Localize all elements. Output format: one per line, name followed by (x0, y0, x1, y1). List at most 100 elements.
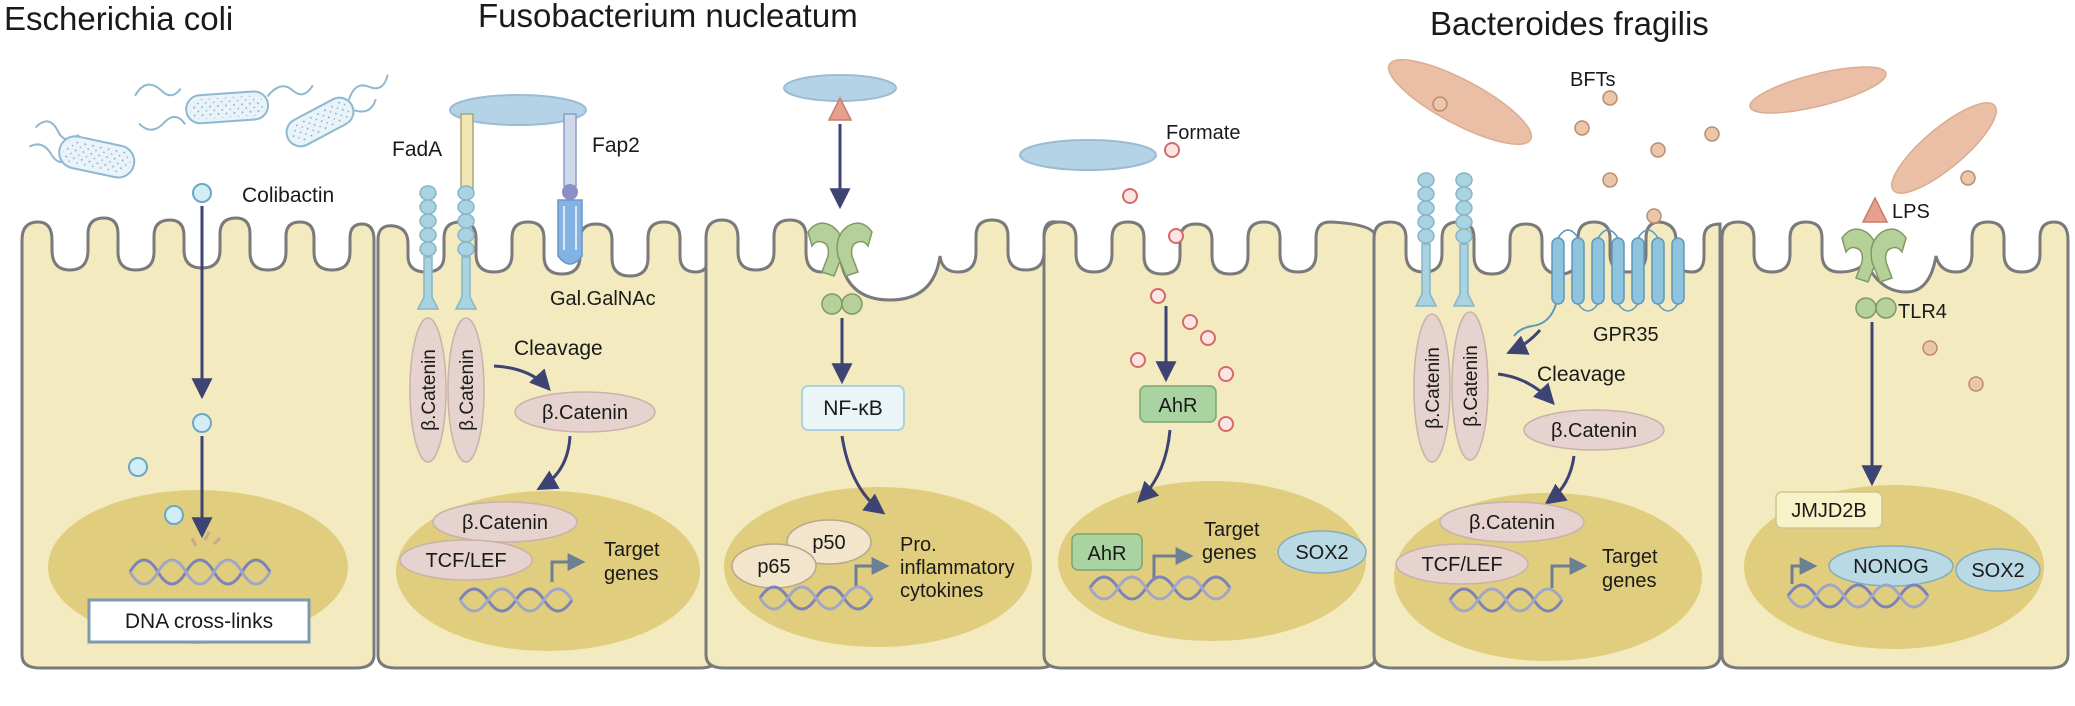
dna-crosslinks-box (87, 598, 311, 644)
beta-catenin-vertical (1451, 311, 1489, 461)
label-p50: p50 (812, 532, 845, 554)
tlr4-receptor-icon (1841, 228, 1907, 319)
promoter-arrow (550, 553, 586, 582)
colibactin-molecule (164, 505, 184, 525)
dna-icon (1448, 587, 1564, 613)
label-gpr35: GPR35 (1593, 324, 1659, 346)
label-genes: genes (604, 563, 659, 585)
label-tlr4: TLR4 (1898, 301, 1947, 323)
ecadherin-chain-icon (1414, 172, 1476, 307)
label-genes: genes (1602, 570, 1657, 592)
arrow (1506, 329, 1542, 355)
dna-icon (458, 587, 574, 613)
arrow (493, 364, 551, 392)
label-cytokines: cytokines (900, 580, 983, 602)
promoter-arrow (854, 557, 890, 586)
bacterium-fuso-icon (1019, 139, 1157, 171)
label-sox2: SOX2 (1295, 542, 1348, 564)
bacterium-bfrag-icon (1891, 102, 1997, 194)
label-colibactin: Colibactin (242, 184, 334, 207)
dna-icon (1786, 583, 1930, 609)
ligand-triangle (827, 96, 853, 121)
label-p65: p65 (757, 556, 790, 578)
label-jmjd2b: JMJD2B (1791, 500, 1867, 522)
sox2-oval (1277, 530, 1367, 574)
promoter-arrow (1550, 557, 1588, 588)
colibactin-molecule (128, 457, 148, 477)
bacterium-icon (285, 74, 389, 148)
label-beta-catenin: β.Catenin (457, 349, 478, 431)
label-formate: Formate (1166, 122, 1240, 144)
label-beta-catenin: β.Catenin (1469, 512, 1555, 534)
jmjd2b-box (1775, 491, 1883, 529)
tcf-lef-oval (399, 539, 533, 581)
label-lps: LPS (1892, 201, 1930, 223)
label-beta-catenin: β.Catenin (419, 349, 440, 431)
beta-catenin-vertical (409, 317, 447, 463)
nucleus-4 (1058, 481, 1366, 641)
label-fap2: Fap2 (592, 134, 640, 157)
arrow (840, 435, 886, 515)
arrow (536, 435, 572, 491)
label-ahr: AhR (1159, 395, 1198, 417)
bacterium-bfrag-icon (1749, 66, 1887, 114)
beta-catenin-vertical (447, 317, 485, 463)
label-beta-catenin: β.Catenin (1551, 420, 1637, 442)
label-beta-catenin: β.Catenin (1423, 347, 1444, 429)
label-sox2: SOX2 (1971, 560, 2024, 582)
bft-toxins (1922, 170, 1984, 392)
label-ahr: AhR (1088, 543, 1127, 565)
ahr-box (1071, 533, 1143, 571)
arrow (1544, 455, 1576, 505)
bacterium-icon (28, 120, 136, 179)
label-fada: FadA (392, 138, 442, 161)
beta-catenin-oval (1523, 409, 1665, 451)
gpr35-receptor-icon (1513, 229, 1685, 337)
formate-molecules (1122, 142, 1234, 432)
label-genes: genes (1202, 542, 1257, 564)
heading-escherichia-coli: Escherichia coli (4, 0, 233, 37)
label-cleavage: Cleavage (514, 337, 603, 360)
bft-toxins (1432, 90, 1720, 224)
arrow (1497, 372, 1555, 406)
ahr-box (1139, 385, 1217, 423)
colibactin-molecule (192, 183, 212, 203)
arrow (1137, 429, 1172, 503)
dna-icon (1088, 575, 1232, 601)
label-dna-crosslinks: DNA cross-links (125, 610, 273, 633)
sox2-oval (1955, 548, 2041, 592)
ecoli-bacteria (28, 74, 389, 179)
colibactin-molecule (192, 413, 212, 433)
bacterium-fuso-icon (449, 94, 587, 126)
label-target: Target (1204, 519, 1260, 541)
label-galgalnac: Gal.GalNAc (550, 288, 656, 310)
label-tcf-lef: TCF/LEF (1421, 554, 1502, 576)
label-beta-catenin: β.Catenin (1461, 345, 1482, 427)
ecadherin-chain-icon (416, 185, 478, 310)
tcf-lef-oval (1395, 543, 1529, 585)
heading-fusobacterium-nucleatum: Fusobacterium nucleatum (478, 0, 858, 34)
galgalnac-receptor-icon (557, 184, 583, 265)
label-cleavage: Cleavage (1537, 363, 1626, 386)
beta-catenin-oval (514, 391, 656, 433)
heading-bacteroides-fragilis: Bacteroides fragilis (1430, 5, 1709, 42)
lps-triangle (1861, 196, 1889, 223)
dna-icon (758, 585, 874, 611)
beta-catenin-oval (1439, 501, 1585, 543)
bacterium-bfrag-icon (1387, 58, 1533, 146)
fada-protein (460, 113, 474, 190)
nfkb-box (801, 385, 905, 431)
label-tcf-lef: TCF/LEF (425, 550, 506, 572)
label-inflammatory: inflammatory (900, 557, 1014, 579)
label-pro: Pro. (900, 534, 937, 556)
beta-catenin-oval (432, 501, 578, 543)
label-bfts: BFTs (1570, 69, 1616, 91)
bacterium-icon (134, 83, 314, 131)
label-target: Target (604, 539, 660, 561)
promoter-arrow (1790, 557, 1818, 584)
beta-catenin-vertical (1413, 313, 1451, 463)
label-target: Target (1602, 546, 1658, 568)
label-beta-catenin: β.Catenin (462, 512, 548, 534)
tlr-receptor-icon (807, 222, 873, 315)
